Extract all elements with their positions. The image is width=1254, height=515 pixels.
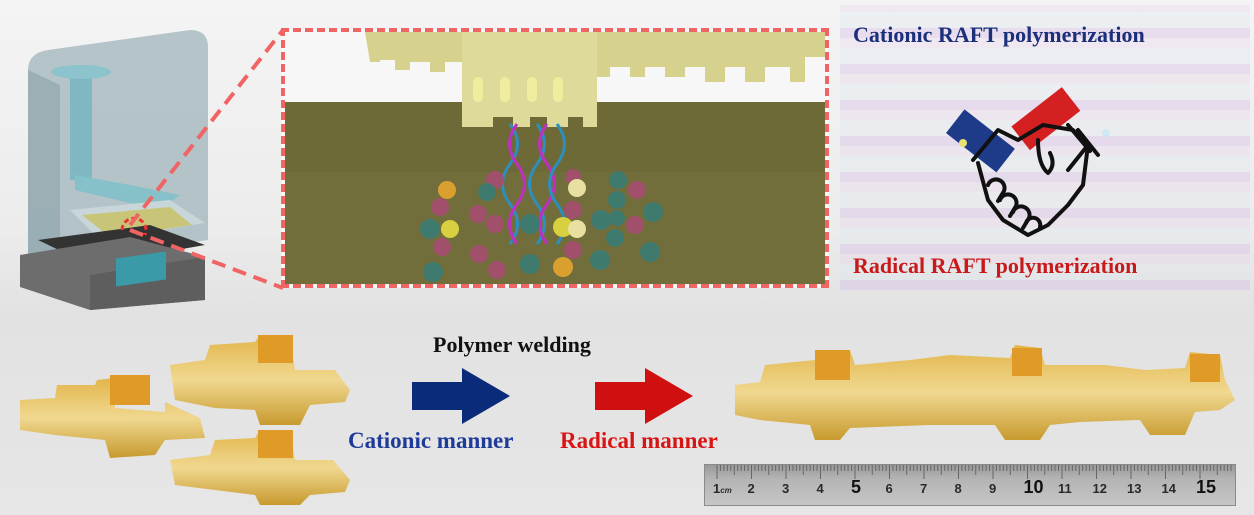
cationic-manner-label: Cationic manner [348,428,514,453]
cationic-arrow-icon [412,368,510,424]
blue-cuff [946,109,1015,173]
ruler-label: 15 [1196,477,1217,497]
ruler-label: 13 [1127,481,1142,496]
ruler-label: 7 [920,481,928,496]
part-top-right [170,335,350,425]
ruler-label: 6 [885,481,893,496]
radical-arrow-icon [595,368,693,424]
printer-z-axis [70,70,92,180]
ruler-label: 12 [1092,481,1107,496]
separate-printed-parts [20,335,350,505]
part-bottom-right [170,430,350,505]
ruler-label: 1cm [713,481,732,496]
red-cuff [1011,87,1081,151]
ruler-label: 9 [989,481,997,496]
raft-panel-background [840,5,1250,290]
welded-printed-part [735,345,1235,440]
ruler-label: 11 [1058,481,1072,496]
ruler-label: 14 [1161,481,1176,496]
resin-vat-scene [285,32,825,284]
ruler-label: 5 [851,477,862,497]
ruler-label: 4 [816,481,824,496]
part-left [20,375,205,458]
ruler-label: 2 [747,481,755,496]
inset-frame [281,28,829,288]
radical-manner-label: Radical manner [560,428,718,453]
cationic-raft-label: Cationic RAFT polymerization [853,22,1145,47]
ruler-ticks [716,465,1232,479]
ruler-label: 3 [782,481,790,496]
monomer-spheres [420,169,663,282]
zoom-inset [281,28,829,288]
polymer-welding-label: Polymer welding [433,332,591,357]
ruler-label: 10 [1023,477,1044,497]
3d-printer-illustration [20,30,208,310]
handshake-icon [946,87,1110,237]
radical-raft-label: Radical RAFT polymerization [853,253,1138,278]
ruler: 1cm 2 3 4 5 6 7 8 9 10 11 12 13 14 15 [704,464,1236,506]
ruler-label: 8 [954,481,962,496]
